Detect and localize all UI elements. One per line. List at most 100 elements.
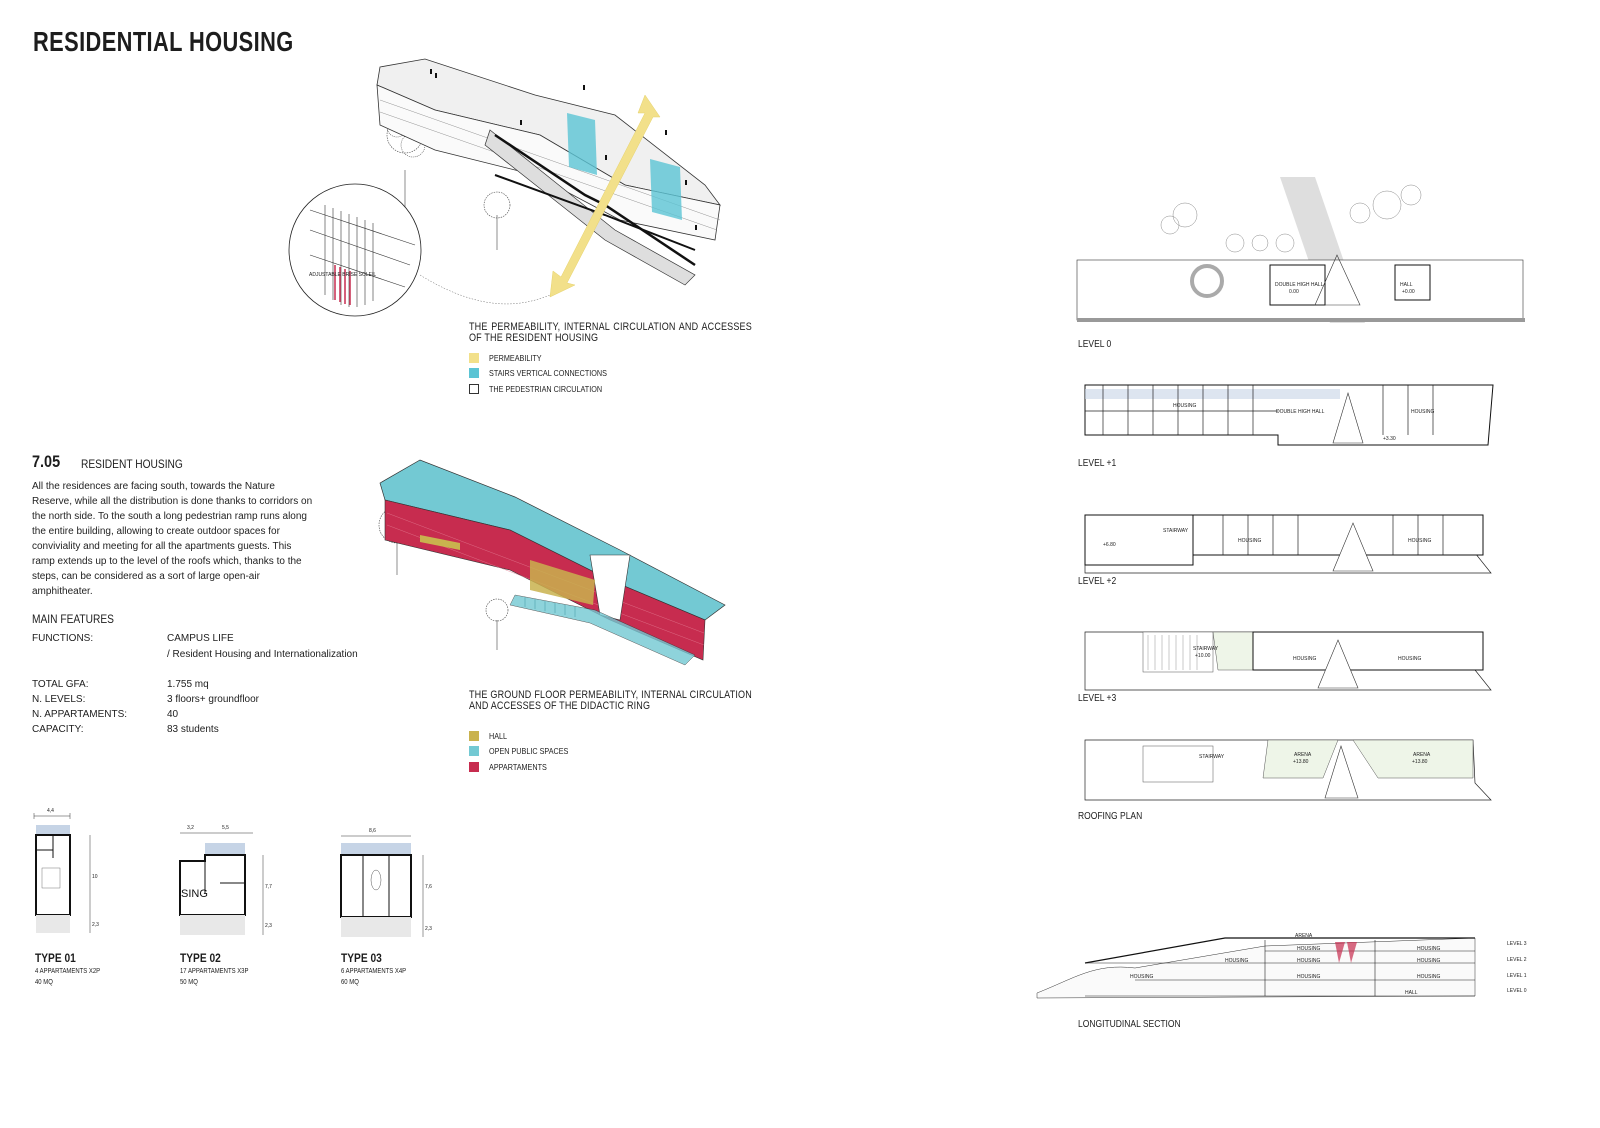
section-description: All the residences are facing south, tow… xyxy=(32,481,313,597)
room-label: HOUSING xyxy=(1411,409,1434,415)
unit-type-03-count: 6 APPARTAMENTS X4P xyxy=(341,968,407,975)
section-room-label: HOUSING xyxy=(1297,946,1320,952)
feature-key-gfa: TOTAL GFA: xyxy=(32,679,89,690)
unit-type-02-name: TYPE 02 xyxy=(180,951,221,965)
legend-swatch xyxy=(469,731,479,741)
feature-value-functions: CAMPUS LIFE xyxy=(167,633,234,644)
room-label: ARENA xyxy=(1413,752,1431,758)
feature-key-levels: N. LEVELS: xyxy=(32,694,86,705)
pedestrian-ramp xyxy=(484,129,696,286)
section-level-label: level 3 xyxy=(1507,941,1527,947)
elevation-label: +13.80 xyxy=(1412,759,1428,765)
unit-plan-type-01: 4,4 10 2,3 xyxy=(33,808,99,933)
section-room-label: ARENA xyxy=(1295,933,1313,939)
legend-item-appartaments: APPARTAMENTS xyxy=(469,762,557,772)
room-label: DOUBLE HIGH HALL xyxy=(1275,282,1324,288)
plan-label-roofing: ROOFING PLAN xyxy=(1078,811,1143,822)
longitudinal-section: ARENA HOUSING HOUSING HOUSING HOUSING HO… xyxy=(1036,933,1527,999)
room-label: HOUSING xyxy=(1398,656,1421,662)
section-number: 7.05 xyxy=(32,452,61,471)
elevation-label: +6.80 xyxy=(1103,542,1116,548)
elevation-label: +13.80 xyxy=(1293,759,1309,765)
feature-key-appartaments: N. APPARTAMENTS: xyxy=(32,709,128,720)
circulation-path xyxy=(494,133,696,267)
dim-depth: 10 xyxy=(92,874,98,880)
legend-item-open-public-spaces: OPEN PUBLIC SPACES xyxy=(469,746,582,756)
plan-label-level-0: LEVEL 0 xyxy=(1078,339,1112,350)
elevation-label: +10.00 xyxy=(1195,653,1211,659)
hall xyxy=(530,560,595,605)
plan-level-plus-1: HOUSING DOUBLE HIGH HALL HOUSING +3.30 xyxy=(1084,384,1494,446)
plan-label-level-plus-2: LEVEL +2 xyxy=(1078,576,1117,587)
legend-swatch xyxy=(469,384,479,394)
section-name: RESIDENT HOUSING xyxy=(81,457,183,471)
elevation-label: 0.00 xyxy=(1289,289,1299,295)
legend-swatch xyxy=(469,353,479,363)
people-markers xyxy=(430,69,697,230)
room-label: DOUBLE HIGH HALL xyxy=(1276,409,1325,415)
dim-width: 4,4 xyxy=(47,808,54,814)
legend-item-stairs: STAIRS VERTICAL CONNECTIONS xyxy=(469,368,628,378)
ground-ramp xyxy=(509,594,696,666)
section-room-label: HOUSING xyxy=(1417,958,1440,964)
page-title: RESIDENTIAL HOUSING xyxy=(33,26,294,57)
plan-label-level-plus-3: LEVEL +3 xyxy=(1078,693,1117,704)
unit-type-03-area: 60 MQ xyxy=(341,979,359,986)
legend-item-permeability: PERMEABILITY xyxy=(469,353,551,363)
detail-label: adjustable brise soleil xyxy=(309,272,376,278)
section-room-label: HOUSING xyxy=(1417,974,1440,980)
features-heading: MAIN FEATURES xyxy=(32,612,114,626)
feature-value-gfa: 1.755 mq xyxy=(167,679,209,690)
unit-type-01-name: TYPE 01 xyxy=(35,951,76,965)
section-room-label: HOUSING xyxy=(1297,958,1320,964)
plan-level-plus-3: STAIRWAY HOUSING HOUSING +10.00 xyxy=(1084,631,1492,691)
landscape-trees xyxy=(1160,184,1422,253)
legend-swatch xyxy=(469,746,479,756)
section-room-label: HALL xyxy=(1405,990,1418,996)
axonometric-ground-floor-diagram xyxy=(378,459,726,666)
plan-level-plus-2: STAIRWAY HOUSING HOUSING +6.80 xyxy=(1084,514,1492,574)
dim-width-b: 5,5 xyxy=(222,825,229,831)
plan-level-0: DOUBLE HIGH HALL HALL 0.00 +0.00 xyxy=(1076,177,1525,323)
section-room-label: HOUSING xyxy=(1417,946,1440,952)
feature-key-capacity: CAPACITY: xyxy=(32,724,84,735)
unit-type-01-count: 4 APPARTAMENTS X2P xyxy=(35,968,101,975)
section-room-label: HOUSING xyxy=(1297,974,1320,980)
dim-width-a: 3,2 xyxy=(187,825,194,831)
section-level-label: level 1 xyxy=(1507,973,1527,979)
room-label: HOUSING xyxy=(1173,403,1196,409)
feature-value-appartaments: 40 xyxy=(167,709,179,720)
legend-swatch xyxy=(469,762,479,772)
room-label: STAIRWAY xyxy=(1193,646,1219,652)
room-label: HOUSING xyxy=(1293,656,1316,662)
dim-balcony: 2,3 xyxy=(425,926,432,932)
feature-value-functions-detail: / Resident Housing and Internationalizat… xyxy=(167,649,358,660)
dim-width: 8,6 xyxy=(369,828,376,834)
section-level-label: level 0 xyxy=(1507,988,1527,994)
dim-depth: 7,7 xyxy=(265,884,272,890)
feature-value-capacity: 83 students xyxy=(167,724,219,735)
axonometric-permeability-diagram: adjustable brise soleil xyxy=(288,58,721,317)
unit-type-02-count: 17 APPARTAMENTS X3P xyxy=(180,968,249,975)
section-drawing-label: LONGITUDINAL SECTION xyxy=(1078,1019,1181,1030)
hall-strip xyxy=(420,535,460,550)
unit-type-03-name: TYPE 03 xyxy=(341,951,382,965)
stairs-block-2 xyxy=(650,159,682,220)
courtyard-void xyxy=(589,554,631,621)
dim-depth: 7,6 xyxy=(425,884,432,890)
bottom-diagram-caption: THE GROUND FLOOR PERMEABILITY, INTERNAL … xyxy=(469,689,752,712)
unit-type-01-area: 40 MQ xyxy=(35,979,53,986)
unit-type-02-area: 50 MQ xyxy=(180,979,198,986)
top-diagram-caption: THE PERMEABILITY, INTERNAL CIRCULATION A… xyxy=(469,321,752,344)
building-south-facade xyxy=(376,84,721,241)
elevation-label: +3.30 xyxy=(1383,436,1396,442)
room-label: ARENA xyxy=(1294,752,1312,758)
section-level-label: level 2 xyxy=(1507,957,1527,963)
unit-plan-type-03: 8,6 7,6 2,3 xyxy=(340,828,432,937)
tree-center xyxy=(483,191,511,250)
room-label: HOUSING xyxy=(1408,538,1431,544)
room-label: SING xyxy=(181,888,208,900)
section-room-label: HOUSING xyxy=(1130,974,1153,980)
dim-balcony: 2,3 xyxy=(265,923,272,929)
legend-item-hall: HALL xyxy=(469,731,510,741)
